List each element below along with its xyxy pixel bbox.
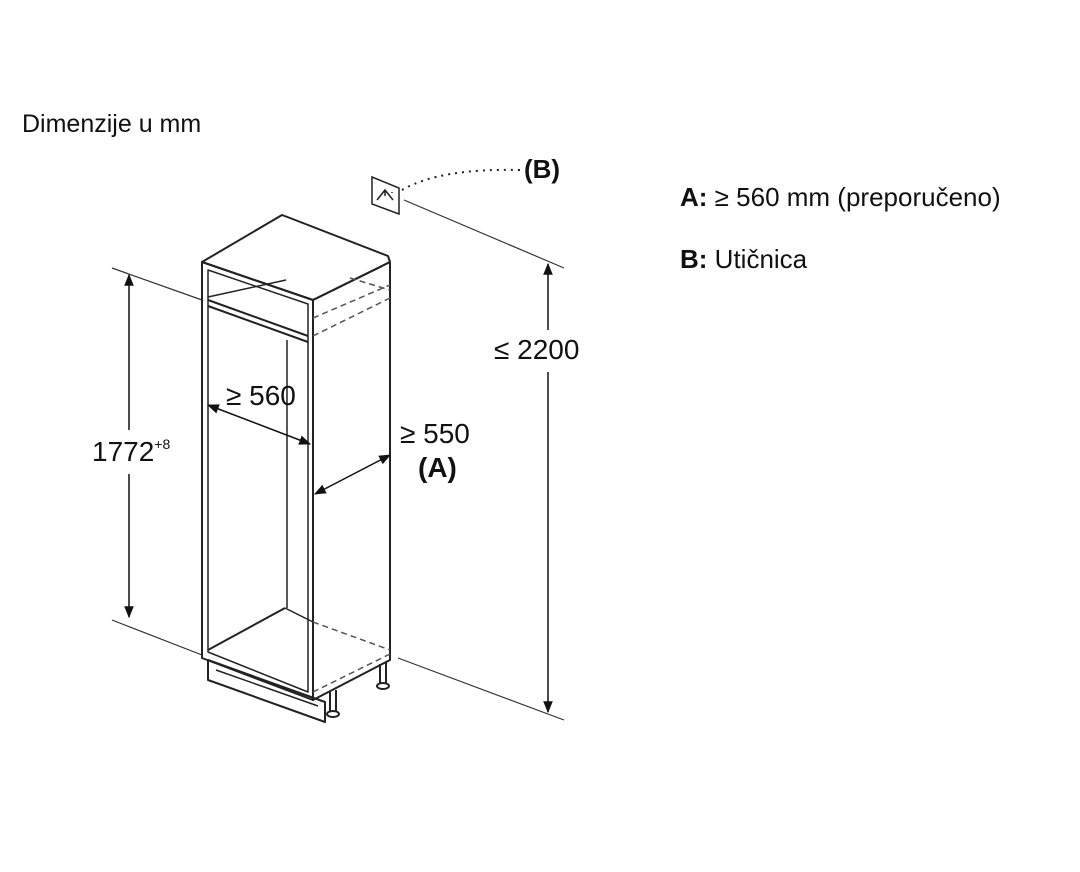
depth-ref-label: (A) [418,452,457,483]
legend-key: B: [680,244,708,274]
depth-label: ≥ 550 [400,418,470,449]
height-tolerance: +8 [154,436,171,452]
power-socket-icon [371,175,400,216]
cabinet-side [312,261,391,701]
socket-ref-label: (B) [524,154,561,184]
socket-leader [401,168,521,191]
cabinet-front-frame [201,261,314,701]
max-height-label: ≤ 2200 [494,334,580,365]
height-label: 1772+8 [92,436,170,468]
height-value: 1772 [92,436,155,467]
cabinet-top [201,214,391,301]
legend-item-a: A: ≥ 560 mm (preporučeno) [680,182,1001,213]
legend-text: ≥ 560 mm (preporučeno) [714,182,1001,212]
depth-dimension-arrow [313,454,392,495]
width-label: ≥ 560 [226,380,296,411]
legend-text: Utičnica [714,244,808,274]
legend-item-b: B: Utičnica [680,244,807,275]
diagram-title: Dimenzije u mm [22,110,202,138]
plinth [207,659,326,723]
width-dimension-arrow [206,404,312,445]
legend-key: A: [680,182,708,212]
